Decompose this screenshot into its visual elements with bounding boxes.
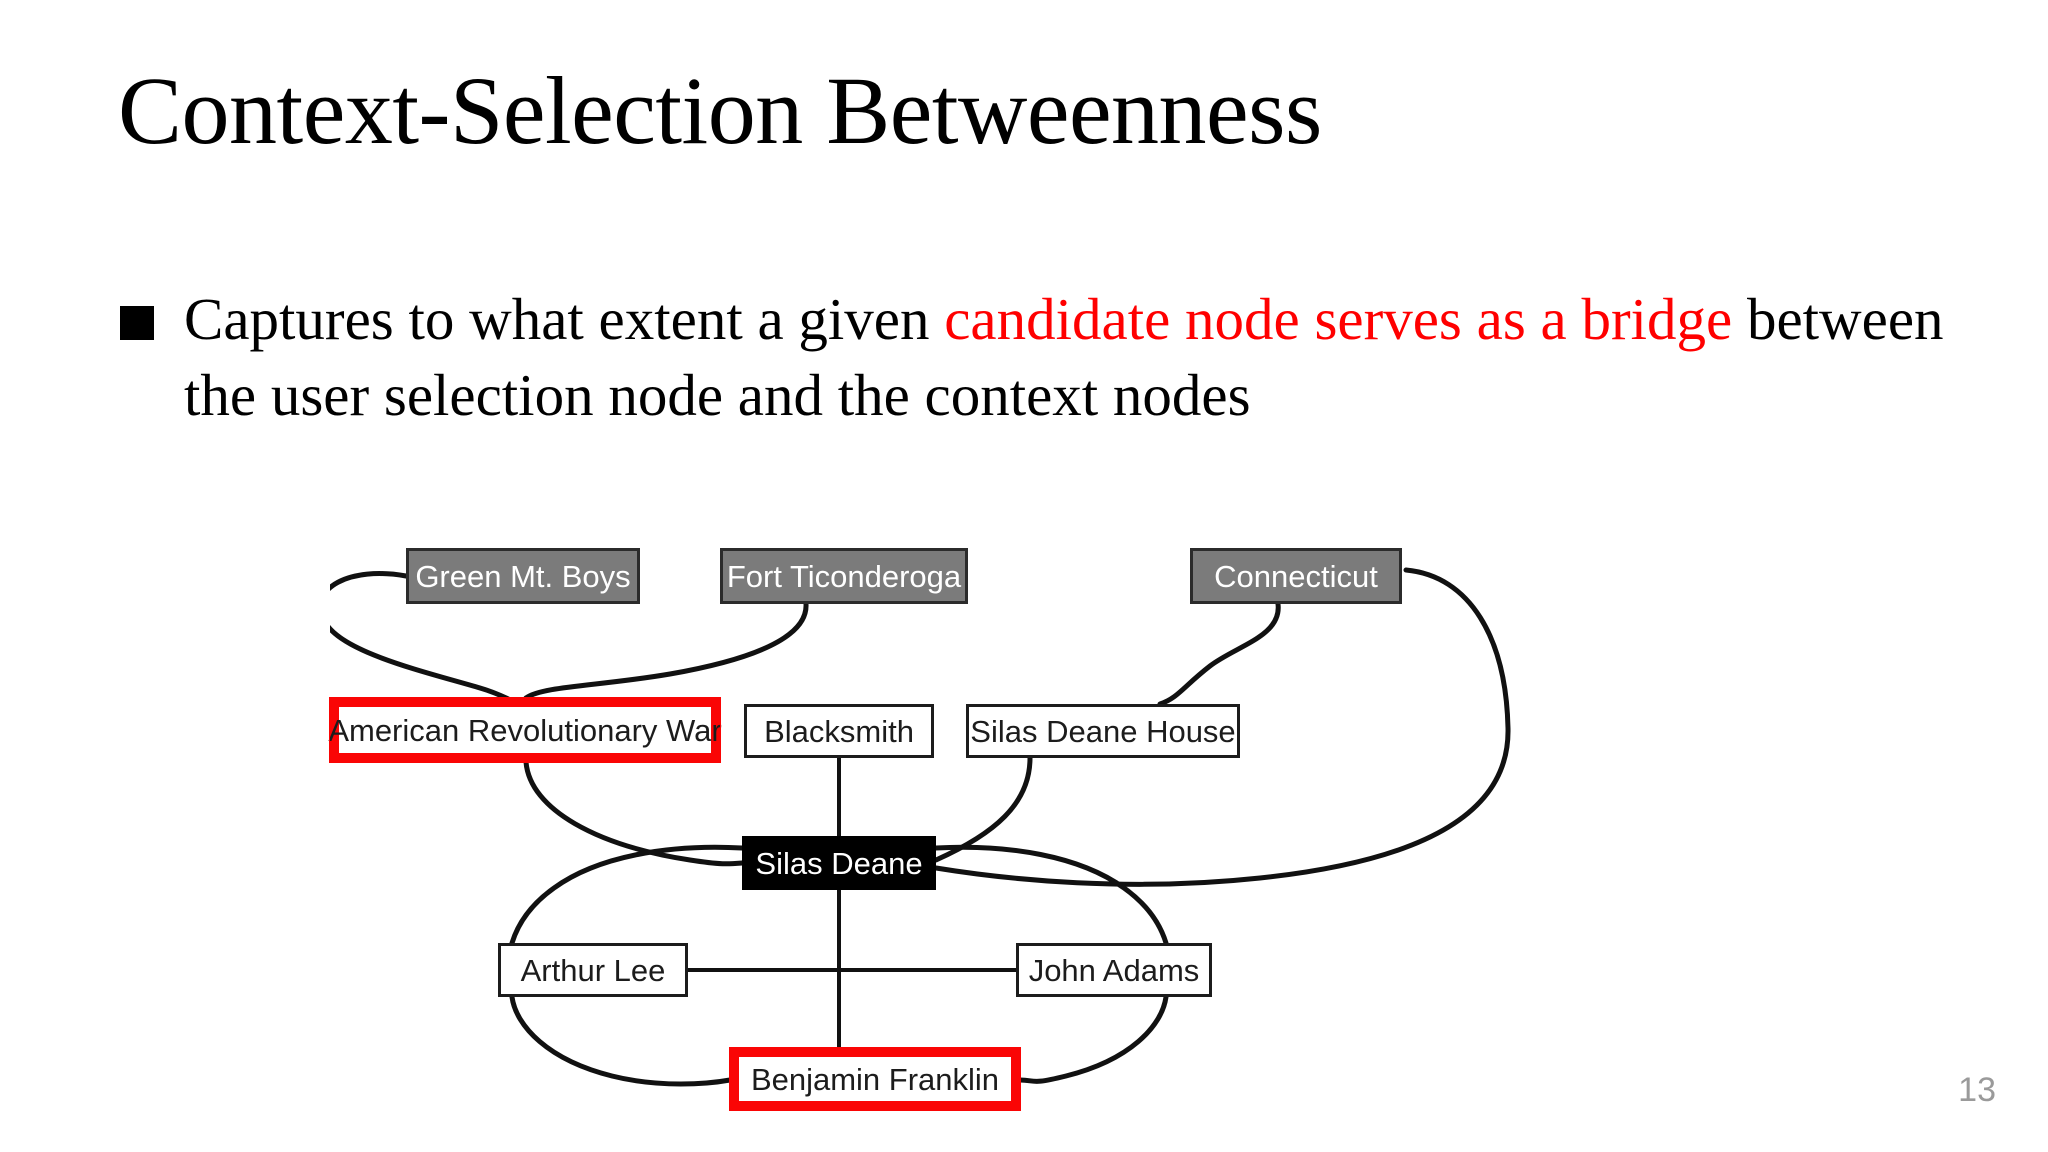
node-label: Connecticut	[1214, 558, 1378, 594]
diagram-edges	[330, 567, 1511, 1087]
node-green-mt-boys[interactable]: Green Mt. Boys	[406, 548, 640, 604]
node-label: Arthur Lee	[520, 952, 666, 988]
node-arthur-lee[interactable]: Arthur Lee	[498, 943, 688, 997]
node-label: Silas Deane	[755, 845, 923, 881]
bullet-item: Captures to what extent a given candidat…	[120, 282, 1950, 433]
bullet-segment-plain-1: Captures to what extent a given	[184, 286, 945, 352]
bullet-text: Captures to what extent a given candidat…	[184, 282, 1950, 433]
network-diagram: Green Mt. Boys Fort Ticonderoga Connecti…	[328, 548, 1750, 1138]
node-connecticut[interactable]: Connecticut	[1190, 548, 1402, 604]
node-silas-deane-house[interactable]: Silas Deane House	[966, 704, 1240, 758]
square-bullet-icon	[120, 306, 154, 340]
edge-connecticut-to-silas-deane	[933, 567, 1511, 887]
bullet-segment-plain-2: between the user selection node and the …	[184, 286, 1944, 428]
edge-silas-deane-house-to-silas-deane	[933, 755, 1033, 863]
node-blacksmith[interactable]: Blacksmith	[744, 704, 934, 758]
edge-silas-deane-to-arthur-lee	[509, 844, 745, 946]
node-label: American Revolutionary War	[328, 712, 722, 748]
node-fort-ticonderoga[interactable]: Fort Ticonderoga	[720, 548, 968, 604]
node-john-adams[interactable]: John Adams	[1016, 943, 1212, 997]
node-label: Blacksmith	[764, 713, 914, 749]
node-label: Fort Ticonderoga	[726, 558, 962, 594]
node-silas-deane[interactable]: Silas Deane	[742, 836, 936, 890]
node-american-revolutionary-war[interactable]: American Revolutionary War	[328, 697, 722, 763]
node-label: Green Mt. Boys	[415, 558, 631, 594]
bullet-segment-highlight: candidate node serves as a bridge	[944, 286, 1733, 352]
edge-john-adams-to-benjamin-franklin	[1017, 994, 1169, 1084]
edge-fort-ticonderoga-to-american-revolutionary-war	[523, 601, 809, 701]
node-label: Benjamin Franklin	[750, 1061, 1000, 1097]
node-label: Silas Deane House	[970, 713, 1236, 749]
edge-connecticut-to-silas-deane-house	[1157, 601, 1281, 707]
edge-silas-deane-to-john-adams	[933, 844, 1169, 946]
edge-arthur-lee-to-benjamin-franklin	[509, 994, 733, 1087]
page-title: Context-Selection Betweenness	[118, 57, 1322, 164]
node-label: John Adams	[1028, 952, 1200, 988]
node-benjamin-franklin[interactable]: Benjamin Franklin	[729, 1047, 1021, 1111]
page-number: 13	[1958, 1071, 1996, 1109]
